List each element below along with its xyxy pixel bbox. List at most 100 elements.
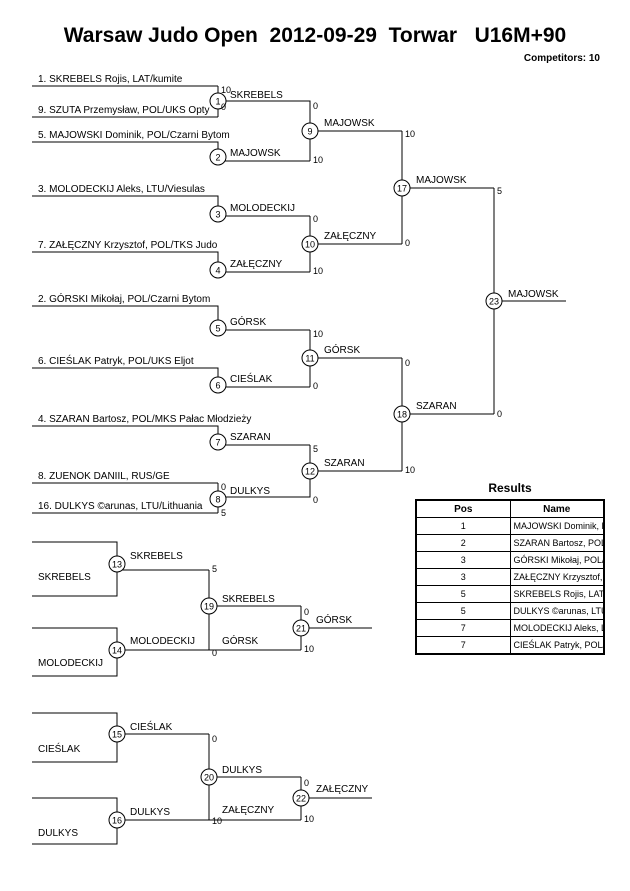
results-header-pos: Pos <box>415 499 511 518</box>
contest-number: 22 <box>296 794 306 804</box>
score: 0 <box>304 607 309 617</box>
contest-number: 14 <box>112 646 122 656</box>
score: 0 <box>221 482 226 492</box>
winner-label: ZAŁĘCZNY <box>316 784 369 795</box>
score: 10 <box>313 155 323 165</box>
competitor-name: 7. ZAŁĘCZNY Krzysztof, POL/TKS Judo <box>38 240 218 251</box>
score: 10 <box>313 266 323 276</box>
result-pos: 5 <box>415 602 511 620</box>
contest-number: 3 <box>215 210 220 220</box>
repechage-entrant: MOLODECKIJ <box>38 658 103 669</box>
competitor-name: 8. ZUENOK DANIIL, RUS/GE <box>38 471 170 482</box>
score: 10 <box>221 85 231 95</box>
result-name: MAJOWSKI Dominik, POL/Czarni Bytom <box>509 517 605 535</box>
competitor-name: 3. MOLODECKIJ Aleks, LTU/Viesulas <box>38 184 205 195</box>
winner-label: GÓRSK <box>316 613 352 626</box>
contest-number: 16 <box>112 816 122 826</box>
score: 10 <box>405 465 415 475</box>
result-pos: 3 <box>415 551 511 569</box>
result-name: DULKYS ©arunas, LTU/Lithuania <box>509 602 605 620</box>
contest-number: 18 <box>397 410 407 420</box>
result-pos: 5 <box>415 585 511 603</box>
winner-label: CIEŚLAK <box>130 720 173 733</box>
contest-circle-shape <box>301 122 319 140</box>
score: 0 <box>212 648 217 658</box>
winner-label: MAJOWSK <box>324 118 375 129</box>
contest-circle: 18 <box>393 405 411 423</box>
contest-circle: 6 <box>209 376 227 394</box>
winner-label: GÓRSK <box>222 634 258 647</box>
contest-circle-shape <box>209 433 227 451</box>
winner-label: SZARAN <box>416 401 457 412</box>
winner-label: MAJOWSK <box>416 175 467 186</box>
competitor-name: 2. GÓRSKI Mikołaj, POL/Czarni Bytom <box>38 292 210 305</box>
contest-circle-shape <box>292 789 310 807</box>
result-name: CIEŚLAK Patryk, POL/UKS Eljot <box>509 636 605 655</box>
score: 0 <box>304 778 309 788</box>
winner-label: MAJOWSK <box>230 148 281 159</box>
contest-number: 6 <box>215 381 220 391</box>
contest-circle-shape <box>209 92 227 110</box>
contest-number: 12 <box>305 467 315 477</box>
contest-circle-shape <box>108 725 126 743</box>
result-name: MOLODECKIJ Aleks, LTU/Viesulas <box>509 619 605 637</box>
winner-label: ZAŁĘCZNY <box>222 805 275 816</box>
competitor-name: 4. SZARAN Bartosz, POL/MKS Pałac Młodzie… <box>38 414 251 425</box>
contest-number: 10 <box>305 240 315 250</box>
contest-circle: 9 <box>301 122 319 140</box>
result-pos: 1 <box>415 517 511 535</box>
repechage-entrant: SKREBELS <box>38 572 91 583</box>
winner-label: GÓRSK <box>324 343 360 356</box>
score: 0 <box>405 238 410 248</box>
contest-circle: 5 <box>209 319 227 337</box>
contest-circle: 16 <box>108 811 126 829</box>
contest-circle-shape <box>108 555 126 573</box>
winner-label: SZARAN <box>324 458 365 469</box>
contest-circle-shape <box>393 179 411 197</box>
result-name: GÓRSKI Mikołaj, POL/Czarni Bytom <box>509 551 605 569</box>
contest-circle-shape <box>108 641 126 659</box>
contest-circle: 7 <box>209 433 227 451</box>
contest-circle: 14 <box>108 641 126 659</box>
score: 5 <box>313 444 318 454</box>
score: 5 <box>221 508 226 518</box>
contest-circle: 8 <box>209 490 227 508</box>
contest-circle-shape <box>301 349 319 367</box>
score: 5 <box>497 186 502 196</box>
score: 0 <box>313 495 318 505</box>
result-pos: 7 <box>415 636 511 655</box>
contest-circle: 3 <box>209 205 227 223</box>
contest-circle-shape <box>209 319 227 337</box>
repechage-entrant: CIEŚLAK <box>38 742 81 755</box>
contest-number: 13 <box>112 560 122 570</box>
score: 10 <box>405 129 415 139</box>
contest-number: 15 <box>112 730 122 740</box>
result-pos: 3 <box>415 568 511 586</box>
winner-label: DULKYS <box>130 807 170 818</box>
contest-circle: 10 <box>301 235 319 253</box>
results-header-name: Name <box>509 499 605 518</box>
score: 0 <box>313 101 318 111</box>
contest-number: 23 <box>489 297 499 307</box>
results-header-row: Pos Name <box>415 499 605 518</box>
contest-circle-shape <box>393 405 411 423</box>
contest-circle-shape <box>209 261 227 279</box>
competitors-count: Competitors: 10 <box>523 53 600 64</box>
competitor-name: 16. DULKYS ©arunas, LTU/Lithuania <box>38 501 203 512</box>
contest-circle-shape <box>209 376 227 394</box>
contest-number: 8 <box>215 495 220 505</box>
winner-label: SKREBELS <box>130 551 183 562</box>
contest-number: 7 <box>215 438 220 448</box>
winner-label: MOLODECKIJ <box>130 636 195 647</box>
result-name: ZAŁĘCZNY Krzysztof, POL/TKS Judo <box>509 568 605 586</box>
contest-circle-shape <box>209 490 227 508</box>
result-pos: 2 <box>415 534 511 552</box>
contest-number: 4 <box>215 266 220 276</box>
winner-label: SKREBELS <box>230 90 283 101</box>
competitor-name: 1. SKREBELS Rojis, LAT/kumite <box>38 74 183 85</box>
contest-circle: 13 <box>108 555 126 573</box>
